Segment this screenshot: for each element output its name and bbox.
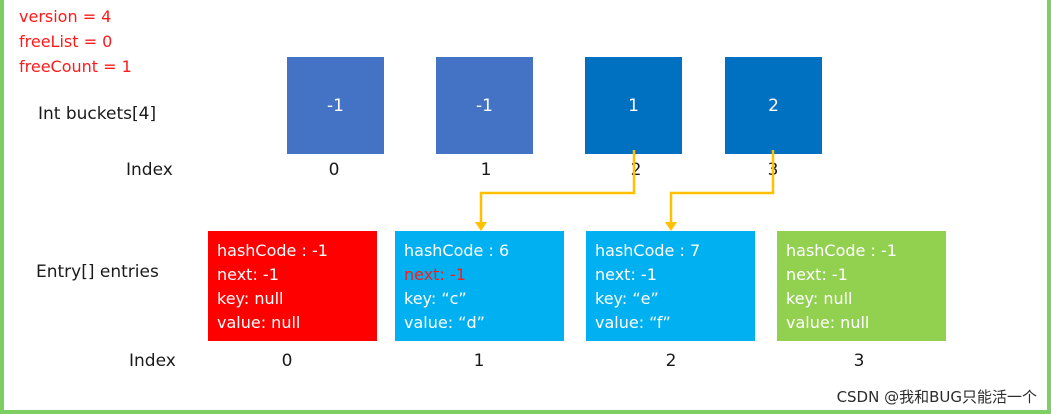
entry-index-2: 2 <box>665 351 677 371</box>
entry-value: value: null <box>217 313 301 332</box>
bucket-index-1: 1 <box>480 160 492 180</box>
entry-hashcode: hashCode : -1 <box>217 241 328 260</box>
entry-value: value: null <box>786 313 870 332</box>
entry-next: next: -1 <box>786 265 848 284</box>
entry-next: next: -1 <box>595 265 657 284</box>
entry-cell-1: hashCode : 6 next: -1 key: “c” value: “d… <box>395 231 564 341</box>
buckets-label: Int buckets[4] <box>38 104 157 124</box>
entry-index-label: Index <box>129 351 176 371</box>
entries-label: Entry[] entries <box>36 262 159 282</box>
entry-key: key: null <box>217 289 284 308</box>
entry-index-3: 3 <box>853 351 865 371</box>
free-list-text: freeList = 0 <box>19 32 113 51</box>
arrow-head-entry-1 <box>475 222 487 231</box>
bucket-cell-2: 1 <box>585 57 682 154</box>
entry-key: key: “c” <box>404 289 467 308</box>
free-count-text: freeCount = 1 <box>19 57 132 76</box>
entry-index-1: 1 <box>473 351 485 371</box>
entry-cell-3: hashCode : -1 next: -1 key: null value: … <box>777 231 946 341</box>
arrow-bucket-2-to-entry-1 <box>479 150 636 222</box>
entry-hashcode: hashCode : 6 <box>404 241 510 260</box>
version-text: version = 4 <box>19 7 112 26</box>
entry-next: next: -1 <box>217 265 279 284</box>
arrow-head-entry-2 <box>665 222 677 231</box>
entry-next: next: -1 <box>404 265 466 284</box>
entry-cell-2: hashCode : 7 next: -1 key: “e” value: “f… <box>586 231 755 341</box>
entry-hashcode: hashCode : 7 <box>595 241 701 260</box>
entry-value: value: “d” <box>404 313 485 332</box>
entry-cell-0: hashCode : -1 next: -1 key: null value: … <box>208 231 377 341</box>
bucket-index-0: 0 <box>328 160 340 180</box>
bucket-cell-1: -1 <box>436 57 533 154</box>
entry-value: value: “f” <box>595 313 671 332</box>
bucket-index-2: 2 <box>630 160 642 180</box>
entry-key: key: null <box>786 289 853 308</box>
bucket-cell-3: 2 <box>725 57 822 154</box>
bucket-cell-0: -1 <box>287 57 384 154</box>
bucket-index-label: Index <box>126 160 173 180</box>
entry-index-0: 0 <box>281 351 293 371</box>
watermark-text: CSDN @我和BUG只能活一个 <box>836 388 1037 406</box>
arrow-bucket-3-to-entry-2 <box>669 150 775 222</box>
entry-key: key: “e” <box>595 289 659 308</box>
entry-hashcode: hashCode : -1 <box>786 241 897 260</box>
